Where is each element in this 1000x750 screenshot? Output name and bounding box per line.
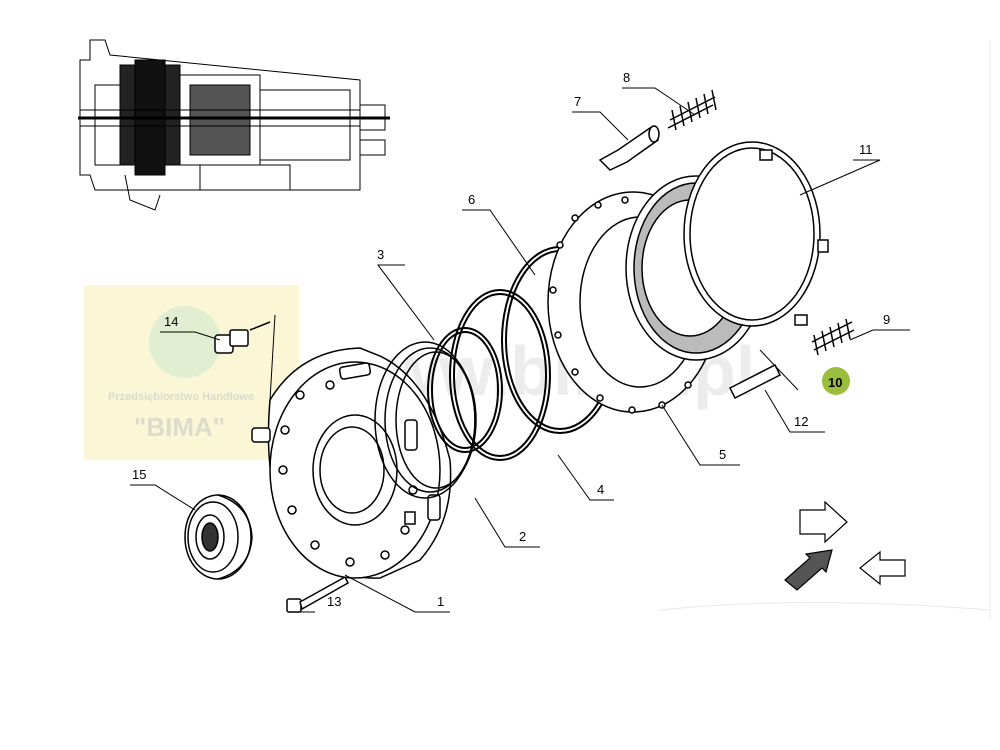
callout-13[interactable]: 13	[327, 594, 341, 609]
callout-2[interactable]: 2	[519, 529, 526, 544]
callout-10[interactable]: 10	[828, 375, 842, 390]
highlight-marker	[822, 367, 850, 395]
frame-edges	[659, 40, 991, 620]
part-bearing[interactable]	[184, 494, 253, 580]
callout-labels: 1 2 3 4 5 6 7 8 9 10 11 12 13 14 15	[132, 70, 890, 609]
part-dowel-pin[interactable]	[728, 363, 782, 400]
callout-15[interactable]: 15	[132, 467, 146, 482]
part-spring-lower[interactable]	[811, 318, 855, 356]
part-clutch-housing[interactable]	[251, 347, 452, 579]
callout-1[interactable]: 1	[437, 594, 444, 609]
callout-4[interactable]: 4	[597, 482, 604, 497]
part-bolt[interactable]	[286, 575, 349, 613]
arrow-down-left-icon	[784, 549, 833, 591]
part-steel-disc[interactable]	[683, 141, 829, 327]
part-spring-upper[interactable]	[667, 89, 717, 131]
callout-12[interactable]: 12	[794, 414, 808, 429]
callout-14[interactable]: 14	[164, 314, 178, 329]
callout-11[interactable]: 11	[859, 142, 873, 157]
callout-5[interactable]: 5	[719, 447, 726, 462]
part-seal-ring[interactable]	[427, 327, 503, 453]
callout-7[interactable]: 7	[574, 94, 581, 109]
watermark-company: Przedsiębiorstwo Handlowe	[108, 391, 254, 403]
callout-3[interactable]: 3	[377, 247, 384, 262]
part-guide-pin[interactable]	[598, 125, 660, 171]
callout-6[interactable]: 6	[468, 192, 475, 207]
part-inner-seal[interactable]	[449, 289, 551, 461]
arrow-right-icon	[799, 500, 848, 544]
arrow-left-icon	[859, 550, 906, 586]
callout-9[interactable]: 9	[883, 312, 890, 327]
watermark-brand: "BIMA"	[134, 412, 225, 442]
callout-8[interactable]: 8	[623, 70, 630, 85]
orientation-arrows	[784, 500, 906, 591]
leader-lines	[130, 87, 910, 613]
transmission-overview	[78, 39, 390, 211]
